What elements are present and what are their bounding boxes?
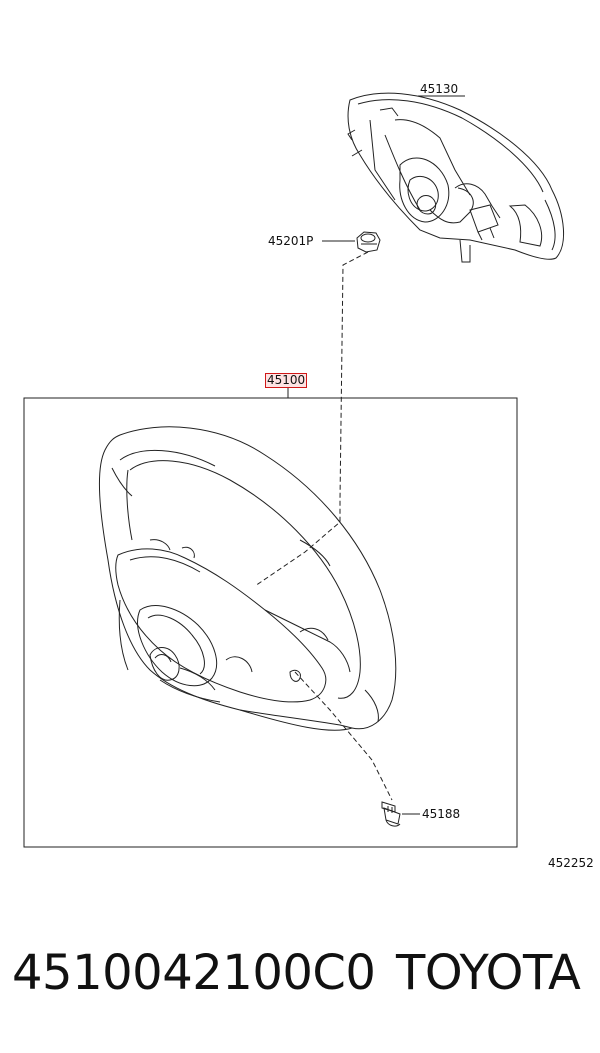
label-airbag[interactable]: 45130 [420, 82, 459, 96]
nut-part [356, 231, 381, 253]
airbag-module [347, 92, 565, 263]
assembly-line-nut [254, 251, 369, 587]
frame-box [23, 397, 518, 848]
assembly-line-bolt [294, 671, 393, 801]
steering-wheel [98, 426, 397, 731]
bolt-part [381, 801, 401, 827]
brand-text: TOYOTA [396, 945, 581, 1001]
label-wheel-highlighted[interactable]: 45100 [265, 373, 308, 388]
figure-number: 452252 [548, 856, 594, 870]
label-bolt[interactable]: 45188 [422, 807, 461, 821]
part-number-text: 4510042100C0 [12, 945, 376, 1001]
label-nut[interactable]: 45201P [268, 234, 314, 248]
